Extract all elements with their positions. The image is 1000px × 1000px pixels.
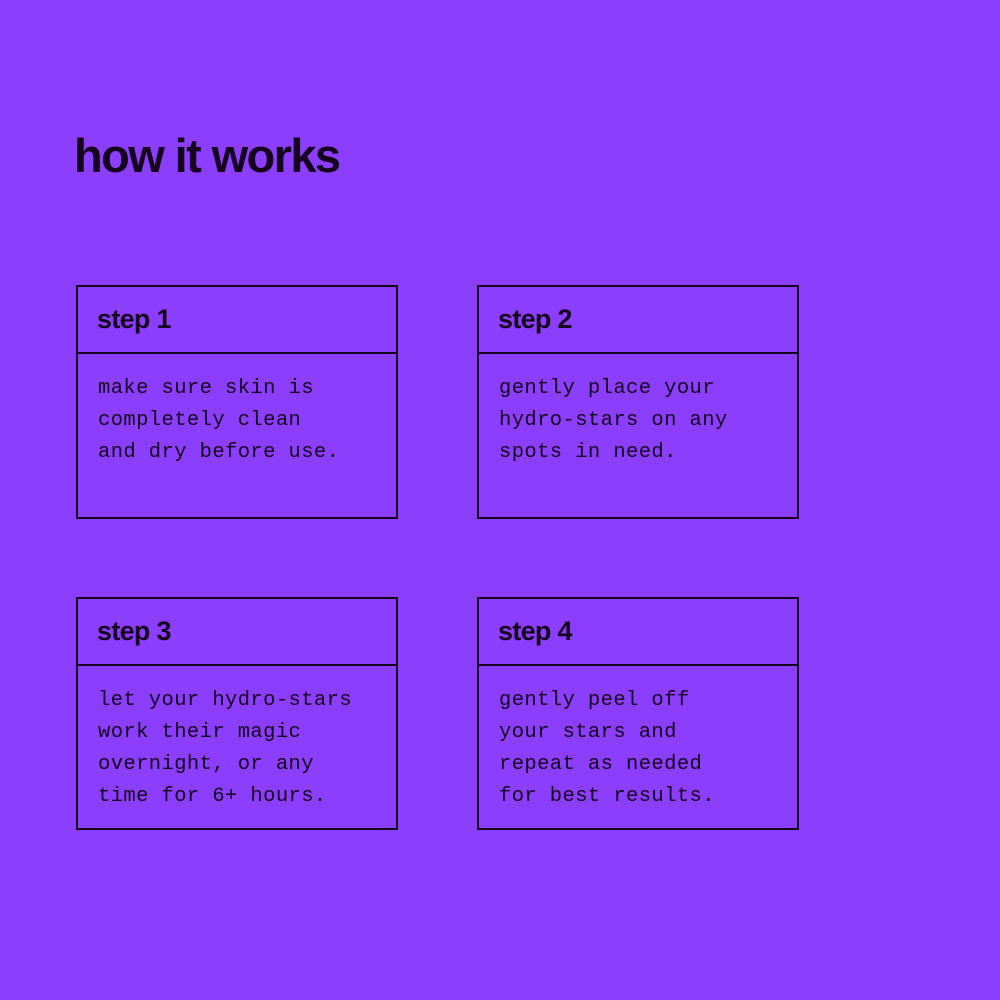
step-card-2-text: gently place your hydro-stars on any spo… (499, 377, 728, 464)
step-card-2-body: gently place your hydro-stars on any spo… (479, 354, 797, 517)
step-card-1-header: step 1 (78, 287, 396, 354)
step-card-3-body: let your hydro-stars work their magic ov… (78, 666, 396, 828)
step-card-3-header: step 3 (78, 599, 396, 666)
page-title: how it works (74, 129, 341, 183)
steps-grid: step 1 make sure skin is completely clea… (76, 285, 799, 830)
step-card-1-body: make sure skin is completely clean and d… (78, 354, 396, 517)
step-card-3-text: let your hydro-stars work their magic ov… (98, 689, 353, 808)
step-card-4-text: gently peel off your stars and repeat as… (499, 689, 715, 808)
step-card-2-header: step 2 (479, 287, 797, 354)
step-card-4-body: gently peel off your stars and repeat as… (479, 666, 797, 828)
step-card-2: step 2 gently place your hydro-stars on … (477, 285, 799, 519)
step-card-1: step 1 make sure skin is completely clea… (76, 285, 398, 519)
step-card-3: step 3 let your hydro-stars work their m… (76, 597, 398, 830)
step-card-4-header: step 4 (479, 599, 797, 666)
step-card-1-label: step 1 (97, 304, 172, 334)
step-card-3-label: step 3 (97, 616, 172, 646)
step-card-1-text: make sure skin is completely clean and d… (98, 377, 340, 464)
step-card-2-label: step 2 (498, 304, 573, 334)
step-card-4: step 4 gently peel off your stars and re… (477, 597, 799, 830)
step-card-4-label: step 4 (498, 616, 573, 646)
